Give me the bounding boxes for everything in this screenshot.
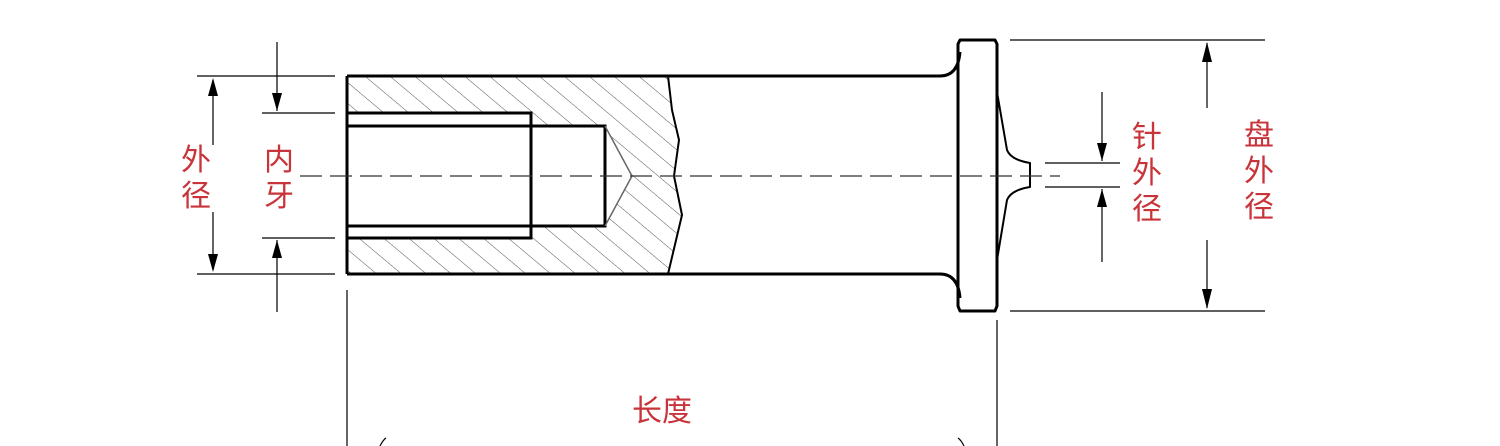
outer-diameter-dimension [197, 75, 335, 275]
disc-diameter-dimension [1010, 39, 1265, 312]
pin-diameter-dimension [1045, 92, 1120, 262]
inner-thread-dimension [262, 42, 335, 312]
pin-outer-diameter-label: 针 外 径 [1132, 120, 1162, 227]
inner-thread-label: 内 牙 [264, 143, 294, 214]
length-dimension [346, 290, 998, 446]
disc-head [956, 38, 1031, 313]
length-label: 长度 [632, 394, 692, 429]
outer-diameter-label: 外 径 [181, 143, 211, 214]
disc-outer-diameter-label: 盘 外 径 [1244, 118, 1274, 225]
